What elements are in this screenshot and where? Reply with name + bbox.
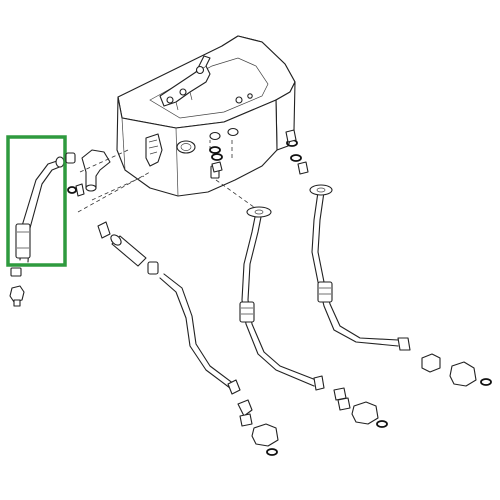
drain-plug[interactable] <box>9 267 25 307</box>
fuel-line-middle[interactable] <box>239 206 325 391</box>
hose-connector[interactable] <box>75 183 111 239</box>
rubber-hose-segment[interactable] <box>109 233 147 267</box>
o-ring-set-tank[interactable] <box>67 139 302 194</box>
elbow-hose[interactable] <box>81 149 111 192</box>
union-fitting-left[interactable] <box>237 399 279 456</box>
highlight-box <box>6 135 67 267</box>
fuel-line-right[interactable] <box>309 184 411 351</box>
mounting-bracket[interactable] <box>159 55 211 111</box>
port-fittings[interactable] <box>211 129 309 175</box>
hose-clamp[interactable] <box>65 152 76 164</box>
hose-clamp-2[interactable] <box>147 261 159 275</box>
fuel-line-left[interactable] <box>159 273 241 395</box>
drain-pipe[interactable] <box>15 156 65 263</box>
union-fitting-right[interactable] <box>421 353 492 387</box>
union-fitting-middle[interactable] <box>333 387 388 428</box>
fuel-tank[interactable] <box>116 35 296 197</box>
